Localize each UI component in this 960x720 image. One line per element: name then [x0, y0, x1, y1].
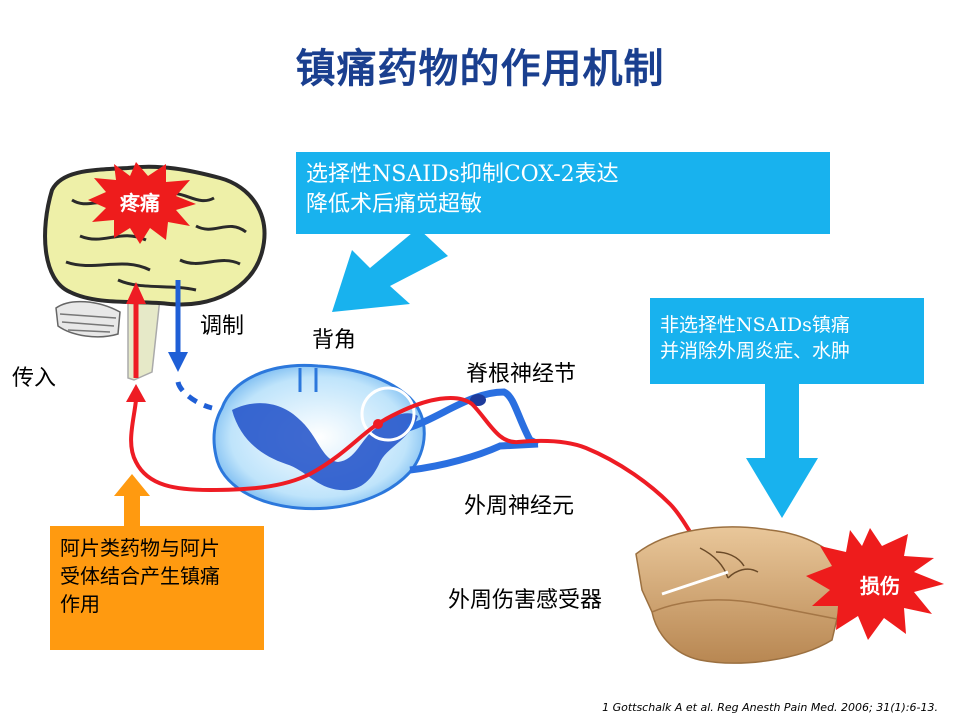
- cox2-callout-line-1: 选择性NSAIDs抑制COX-2表达: [306, 162, 619, 187]
- citation: 1 Gottschalk A et al. Reg Anesth Pain Me…: [602, 701, 938, 714]
- opioid-callout-line-3: 作用: [60, 592, 100, 616]
- pain-burst-icon: [88, 162, 196, 244]
- nonselective-callout: 非选择性NSAIDs镇痛 并消除外周炎症、水肿: [650, 298, 924, 384]
- pain-label: 疼痛: [120, 191, 160, 215]
- injury-burst-icon: [806, 528, 944, 640]
- afferent-label: 传入: [12, 366, 57, 391]
- page-title: 镇痛药物的作用机制: [295, 46, 665, 92]
- nociceptor-label: 外周伤害感受器: [448, 588, 603, 613]
- opioid-callout-line-1: 阿片类药物与阿片: [60, 536, 220, 560]
- injury-label: 损伤: [860, 574, 900, 598]
- cox2-callout: 选择性NSAIDs抑制COX-2表达 降低术后痛觉超敏: [296, 152, 830, 234]
- tissue-icon: [635, 526, 849, 664]
- modulation-label: 调制: [200, 314, 245, 339]
- cox2-callout-line-2: 降低术后痛觉超敏: [306, 192, 483, 217]
- nonselective-callout-line-1: 非选择性NSAIDs镇痛: [660, 314, 850, 336]
- opioid-callout: 阿片类药物与阿片 受体结合产生镇痛 作用: [50, 526, 264, 650]
- spinal-cord-icon: [212, 363, 540, 511]
- peripheral-neuron-label: 外周神经元: [464, 494, 575, 519]
- nonselective-callout-line-2: 并消除外周炎症、水肿: [660, 340, 851, 362]
- dorsal-horn-label: 背角: [312, 328, 357, 353]
- dorsal-root-ganglion-label: 脊根神经节: [466, 362, 577, 387]
- opioid-callout-line-2: 受体结合产生镇痛: [60, 564, 220, 588]
